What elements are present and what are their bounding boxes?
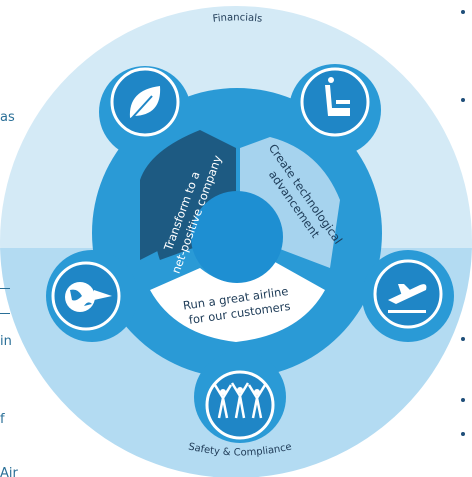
financials-label: Financials (212, 12, 263, 24)
people-cheering-icon (205, 370, 275, 440)
globe-plane-icon (51, 261, 121, 331)
right-bullet-5 (461, 432, 465, 436)
right-bullet-3 (461, 337, 465, 341)
right-bullet-4 (461, 398, 465, 402)
airplane-seat-icon (300, 67, 370, 137)
right-bullet-1 (461, 10, 465, 14)
left-divider-2 (0, 313, 10, 314)
leaf-icon (110, 67, 180, 137)
takeoff-icon (373, 259, 443, 329)
left-text-fragment-in: in (0, 334, 12, 349)
segment-airline (150, 262, 325, 342)
segment-technology (240, 137, 340, 268)
inner-core (191, 191, 283, 283)
right-bullet-2 (461, 98, 465, 102)
segment-transform (140, 130, 236, 260)
left-text-fragment-f: f (0, 412, 5, 427)
left-text-fragment-as: as (0, 110, 15, 125)
left-text-fragment-air: Air (0, 466, 18, 477)
left-divider-1 (0, 288, 10, 289)
